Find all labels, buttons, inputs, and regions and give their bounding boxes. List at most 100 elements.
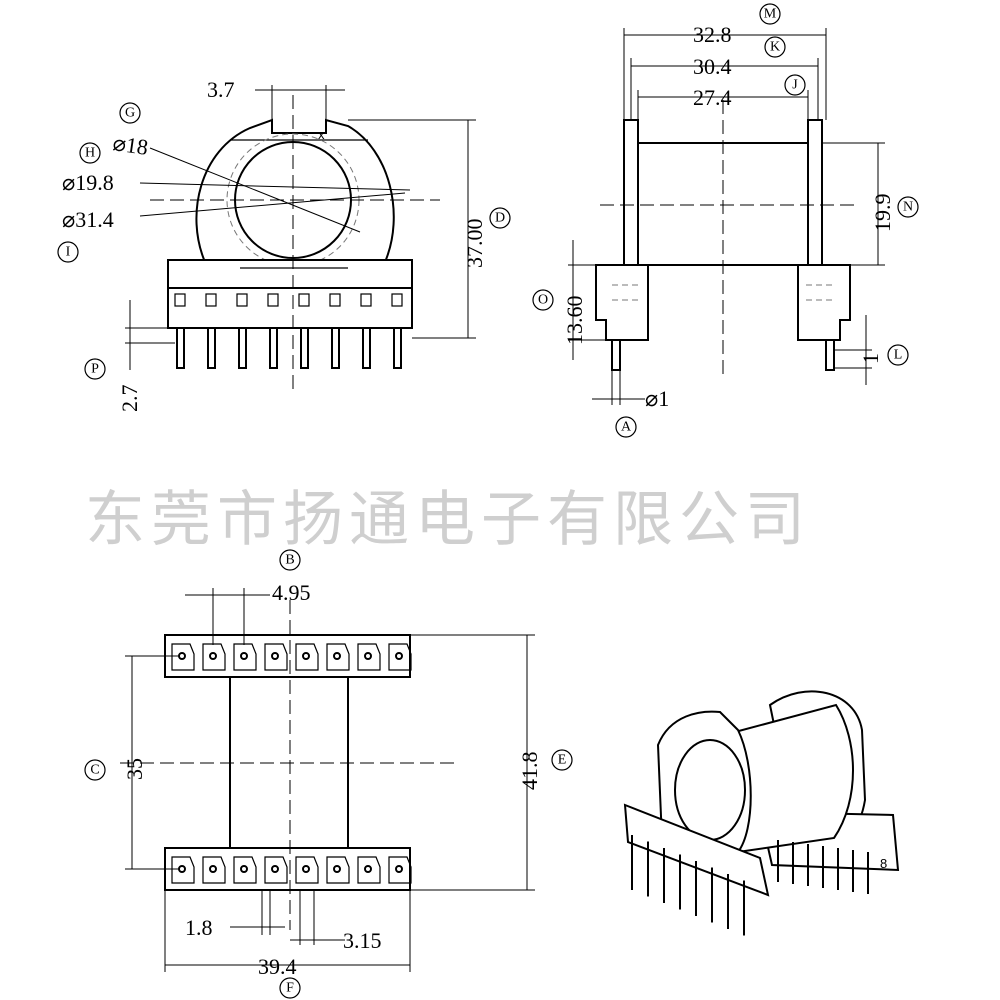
front-pin-slot: [329, 293, 341, 307]
callout-i: I: [57, 241, 79, 263]
front-pin: [393, 327, 402, 369]
dim-width-f: 39.4: [258, 954, 297, 979]
dim-gap-1: 1.8: [185, 915, 213, 940]
svg-text:A: A: [621, 420, 632, 435]
bottom-pad: [264, 856, 288, 884]
callout-j: J: [784, 74, 806, 96]
bottom-pin-hole: [364, 865, 372, 873]
callout-p: P: [84, 358, 106, 380]
leader-h: [139, 182, 411, 191]
dim-width-j: 27.4: [693, 85, 732, 110]
callout-h: H: [79, 142, 101, 164]
dim-height-o: 13.60: [562, 296, 587, 346]
bottom-pin-hole: [364, 652, 372, 660]
callout-o: O: [532, 289, 554, 311]
dim-pin-l: 1: [858, 353, 883, 364]
callout-m: M: [759, 3, 781, 25]
iso-pins: [631, 835, 869, 936]
isometric-view: 8: [623, 690, 900, 936]
front-pin-slot: [236, 293, 248, 307]
bottom-pads: [171, 643, 412, 884]
dim-dia-i: ⌀31.4: [62, 207, 114, 232]
svg-text:I: I: [66, 245, 71, 260]
front-pin: [207, 327, 216, 369]
dim-dia-h: ⌀19.8: [62, 170, 114, 195]
bottom-view: 4.95 35 41.8 1.8 3.15 39.4: [120, 580, 542, 979]
callout-g: G: [119, 102, 141, 124]
svg-text:F: F: [286, 981, 294, 996]
bottom-pin-hole: [395, 652, 403, 660]
company-watermark: 东莞市扬通电子有限公司: [85, 485, 811, 555]
front-pin: [269, 327, 278, 369]
dim-width-m: 32.8: [693, 22, 732, 47]
bottom-pad: [233, 643, 257, 671]
iso-front-rail: [623, 803, 770, 897]
x-mark: x: [318, 127, 325, 142]
svg-text:K: K: [770, 40, 780, 55]
dim-pitch-b: 4.95: [272, 580, 311, 605]
front-pin: [176, 327, 185, 369]
bottom-pad: [357, 643, 381, 671]
front-pin: [331, 327, 340, 369]
front-pin-slot: [267, 293, 279, 307]
bottom-pad: [202, 856, 226, 884]
side-base-right: [797, 264, 851, 341]
dim-bore-n: 19.9: [870, 194, 895, 233]
callout-e: E: [551, 749, 573, 771]
bottom-pin-hole: [240, 652, 248, 660]
svg-text:M: M: [764, 7, 777, 22]
side-pin-right: [825, 339, 835, 371]
bottom-pin-hole: [302, 652, 310, 660]
side-base-left: [595, 264, 649, 341]
dim-dia-g: ⌀18: [111, 130, 149, 160]
side-flange-left: [623, 119, 639, 266]
bottom-pin-hole: [209, 865, 217, 873]
dim-span-c: 35: [122, 758, 147, 780]
side-flange-right: [807, 119, 823, 266]
front-pin-slot: [391, 293, 403, 307]
svg-text:N: N: [903, 200, 913, 215]
front-view: x 3.7 37.00 2.7 ⌀18 ⌀19.8 ⌀31.4: [62, 77, 487, 412]
bottom-pad: [202, 643, 226, 671]
bottom-pad: [295, 643, 319, 671]
callouts: G H I D P M K J N O L A B C E F: [57, 3, 919, 999]
front-pin-slot: [298, 293, 310, 307]
svg-text:H: H: [85, 146, 95, 161]
svg-text:P: P: [91, 362, 99, 377]
bottom-pin-hole: [209, 652, 217, 660]
iso-bore: [674, 739, 746, 841]
callout-k: K: [764, 36, 786, 58]
bottom-pad: [388, 856, 412, 884]
bottom-pad: [264, 643, 288, 671]
svg-text:C: C: [90, 763, 99, 778]
bottom-pin-hole: [302, 865, 310, 873]
dim-pin-dia: ⌀1: [645, 386, 669, 411]
callout-d: D: [489, 207, 511, 229]
front-pin-slot: [205, 293, 217, 307]
front-pin: [238, 327, 247, 369]
bottom-pad: [171, 856, 195, 884]
callout-f: F: [279, 977, 301, 999]
dim-length-e: 41.8: [517, 752, 542, 791]
svg-text:L: L: [894, 348, 903, 363]
callout-n: N: [897, 196, 919, 218]
bottom-pin-hole: [240, 865, 248, 873]
svg-text:B: B: [285, 553, 294, 568]
pin-rail: [167, 287, 413, 329]
front-pin-slot: [360, 293, 372, 307]
bottom-pin-hole: [395, 865, 403, 873]
svg-text:O: O: [538, 293, 548, 308]
leader-g: [149, 147, 361, 233]
dim-gap-2: 3.15: [343, 928, 382, 953]
bottom-pad: [295, 856, 319, 884]
bottom-pad: [326, 643, 350, 671]
dim-slot-width: 3.7: [207, 77, 235, 102]
svg-text:D: D: [495, 211, 505, 226]
bottom-pad: [388, 643, 412, 671]
front-pin: [300, 327, 309, 369]
bottom-pin-hole: [333, 652, 341, 660]
svg-text:E: E: [558, 753, 567, 768]
svg-text:J: J: [792, 78, 798, 93]
